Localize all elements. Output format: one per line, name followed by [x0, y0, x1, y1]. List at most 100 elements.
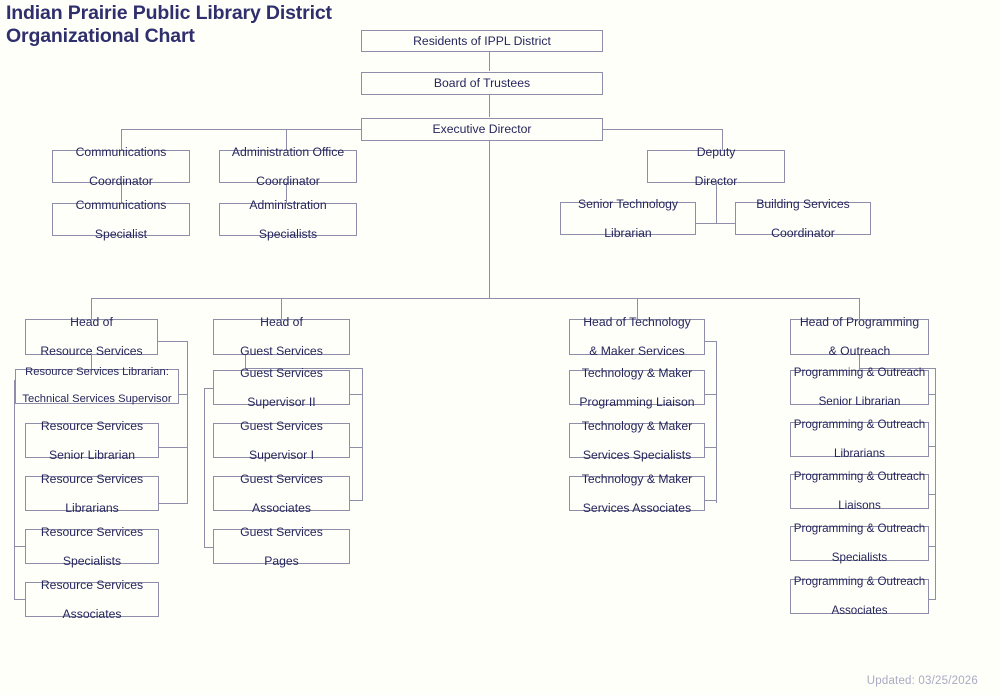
connector-guest-right-to-supervisor-2 [350, 394, 363, 395]
connector-guest-left-to-pages [204, 547, 213, 548]
node-guest-services-supervisor-1[interactable]: Guest Services Supervisor I [213, 419, 350, 462]
node-head-of-resource-services-label: Head of Resource Services [28, 315, 155, 359]
node-building-services-coordinator[interactable]: Building Services Coordinator [735, 197, 871, 240]
connector-programming-to-specialists [927, 546, 936, 547]
node-resource-services-technical-supervisor[interactable]: Resource Services Librarian: Technical S… [15, 366, 179, 405]
connector-executive-spine [489, 141, 490, 299]
node-head-technology-line1: Head of Technology [583, 315, 691, 330]
node-building-services-coordinator-label: Building Services Coordinator [738, 197, 868, 241]
node-resource-services-specialists-label: Resource Services Specialists [28, 525, 156, 569]
node-guest-services-associates-label: Guest Services Associates [216, 472, 347, 516]
node-head-of-programming-outreach-label: Head of Programming & Outreach [793, 315, 926, 359]
node-administration-specialists[interactable]: Administration Specialists [219, 198, 357, 241]
node-administration-office-coordinator[interactable]: Administration Office Coordinator [219, 145, 357, 188]
connector-technology-right-bus [716, 341, 717, 503]
node-head-of-programming-outreach[interactable]: Head of Programming & Outreach [790, 315, 929, 358]
node-resource-services-associates[interactable]: Resource Services Associates [25, 578, 159, 621]
node-communications-coordinator[interactable]: Communications Coordinator [52, 145, 190, 188]
node-deputy-director[interactable]: Deputy Director [647, 145, 785, 188]
node-resource-services-senior-librarian[interactable]: Resource Services Senior Librarian [25, 419, 159, 462]
node-technology-maker-programming-liaison-label: Technology & Maker Programming Liaison [572, 366, 702, 410]
node-communications-coordinator-line1: Communications [75, 144, 167, 159]
node-head-of-guest-services-line1: Head of [260, 315, 303, 330]
node-head-of-technology-maker-services[interactable]: Head of Technology & Maker Services [569, 315, 705, 358]
node-head-of-guest-services[interactable]: Head of Guest Services [213, 315, 350, 358]
connector-deputy-director-bus [695, 223, 746, 224]
node-resource-specialists-line2: Specialists [62, 553, 122, 568]
connector-resource-right-to-librarians [159, 503, 188, 504]
node-technology-maker-programming-liaison[interactable]: Technology & Maker Programming Liaison [569, 366, 705, 409]
node-head-programming-line2: & Outreach [828, 344, 891, 359]
node-resource-services-librarians[interactable]: Resource Services Librarians [25, 472, 159, 515]
node-technology-specialists-line2: Services Specialists [582, 447, 692, 462]
node-residents-of-ippl-district[interactable]: Residents of IPPL District [361, 30, 603, 52]
node-programming-outreach-associates[interactable]: Programming & Outreach Associates [790, 575, 929, 617]
node-administration-office-coordinator-line1: Administration Office [231, 144, 345, 159]
node-programming-librarians-line1: Programming & Outreach [793, 417, 926, 431]
connector-guest-head-arm [245, 368, 363, 369]
connector-board-to-executive [489, 95, 490, 117]
connector-programming-head-arm [859, 368, 936, 369]
node-programming-outreach-associates-label: Programming & Outreach Associates [793, 575, 926, 619]
node-senior-technology-librarian[interactable]: Senior Technology Librarian [560, 197, 696, 240]
node-programming-outreach-librarians[interactable]: Programming & Outreach Librarians [790, 418, 929, 460]
node-programming-outreach-specialists[interactable]: Programming & Outreach Specialists [790, 522, 929, 564]
node-technology-liaison-line1: Technology & Maker [581, 365, 693, 380]
node-programming-outreach-librarians-label: Programming & Outreach Librarians [793, 418, 926, 462]
node-technology-maker-services-specialists-label: Technology & Maker Services Specialists [572, 419, 702, 463]
node-technology-maker-services-specialists[interactable]: Technology & Maker Services Specialists [569, 419, 705, 462]
node-guest-services-supervisor-2[interactable]: Guest Services Supervisor II [213, 366, 350, 409]
node-head-of-technology-maker-services-label: Head of Technology & Maker Services [572, 315, 702, 359]
connector-communications-coordinator-to-specialist [121, 183, 122, 203]
node-technology-maker-services-associates[interactable]: Technology & Maker Services Associates [569, 472, 705, 515]
connector-programming-to-senior-librarian [927, 394, 936, 395]
connector-programming-to-liaisons [927, 494, 936, 495]
node-communications-specialist[interactable]: Communications Specialist [52, 198, 190, 241]
node-deputy-director-line1: Deputy [696, 144, 736, 159]
node-resource-librarians-line2: Librarians [65, 500, 119, 515]
node-guest-supervisor-2-line1: Guest Services [240, 365, 323, 380]
node-head-technology-line2: & Maker Services [589, 344, 685, 359]
page-title: Indian Prairie Public Library District O… [6, 2, 476, 48]
node-board-of-trustees[interactable]: Board of Trustees [361, 72, 603, 95]
connector-bus-drop-resource-services [91, 298, 92, 319]
node-resource-associates-line2: Associates [62, 606, 122, 621]
node-programming-librarians-line2: Librarians [834, 446, 885, 460]
connector-exec-bus-drop-administration [286, 129, 287, 150]
connector-programming-to-associates [927, 599, 936, 600]
node-administration-specialists-line1: Administration [249, 197, 327, 212]
node-head-of-guest-services-label: Head of Guest Services [216, 315, 347, 359]
connector-resource-right-to-senior-librarian [159, 447, 188, 448]
node-programming-outreach-liaisons[interactable]: Programming & Outreach Liaisons [790, 470, 929, 512]
node-programming-outreach-senior-librarian-label: Programming & Outreach Senior Librarian [793, 366, 926, 410]
connector-administration-coordinator-to-specialists [286, 183, 287, 203]
node-guest-services-pages[interactable]: Guest Services Pages [213, 525, 350, 568]
node-executive-director[interactable]: Executive Director [361, 118, 603, 141]
node-resource-senior-librarian-line1: Resource Services [40, 418, 144, 433]
connector-guest-right-to-supervisor-1 [350, 447, 363, 448]
node-head-of-guest-services-line2: Guest Services [240, 344, 323, 359]
node-resource-specialists-line1: Resource Services [40, 524, 144, 539]
connector-programming-head-stem [859, 355, 860, 368]
connector-programming-to-librarians [927, 446, 936, 447]
node-guest-services-associates[interactable]: Guest Services Associates [213, 472, 350, 515]
connector-guest-head-stem [245, 355, 246, 368]
connector-exec-bus-right-drop-deputy [722, 129, 723, 150]
connector-technology-to-specialists [705, 447, 717, 448]
node-senior-technology-librarian-line1: Senior Technology [577, 196, 679, 211]
node-programming-senior-librarian-line1: Programming & Outreach [793, 365, 926, 379]
node-programming-associates-line2: Associates [831, 603, 888, 617]
connector-residents-to-board [489, 52, 490, 71]
node-programming-associates-line1: Programming & Outreach [793, 574, 926, 588]
node-guest-services-pages-label: Guest Services Pages [216, 525, 347, 569]
connector-guest-right-to-associates [350, 500, 363, 501]
node-head-of-resource-services[interactable]: Head of Resource Services [25, 315, 158, 358]
node-head-programming-line1: Head of Programming [799, 315, 920, 330]
node-programming-outreach-senior-librarian[interactable]: Programming & Outreach Senior Librarian [790, 366, 929, 408]
node-executive-director-label: Executive Director [432, 122, 532, 137]
node-resource-services-specialists[interactable]: Resource Services Specialists [25, 525, 159, 568]
node-resource-senior-librarian-line2: Senior Librarian [48, 447, 136, 462]
node-head-of-resource-services-line2: Resource Services [40, 344, 143, 359]
node-technology-associates-line1: Technology & Maker [581, 471, 693, 486]
node-communications-coordinator-label: Communications Coordinator [55, 145, 187, 189]
